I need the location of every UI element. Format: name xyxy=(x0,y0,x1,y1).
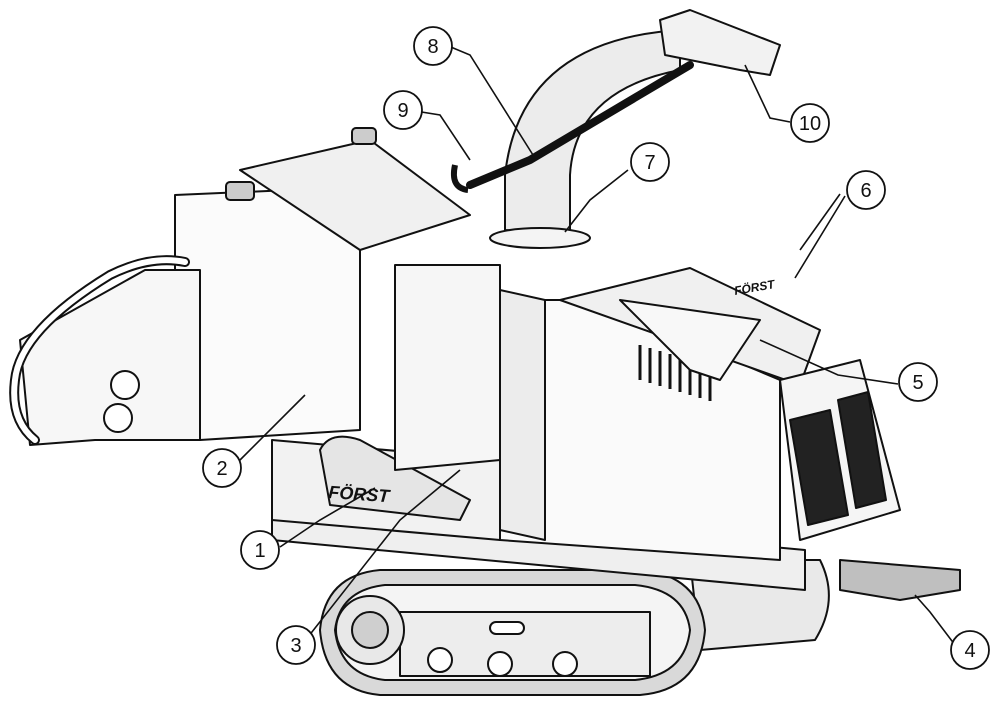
callout-number: 3 xyxy=(290,635,301,657)
callout-circle xyxy=(276,625,316,665)
fuel-tank xyxy=(319,435,471,521)
callout-number: 7 xyxy=(644,152,655,174)
callout-circle xyxy=(240,530,280,570)
grille-left xyxy=(789,409,849,526)
warning-beacon xyxy=(225,181,255,201)
step-platform xyxy=(839,559,961,601)
callout-markers: 1 2 3 4 5 6 7 8 9 10 xyxy=(202,26,990,670)
callout-1: 1 xyxy=(240,530,280,570)
brand-label-panel: FÖRST xyxy=(733,276,777,298)
callout-number: 5 xyxy=(912,372,923,394)
control-panel xyxy=(619,299,761,381)
callout-number: 9 xyxy=(397,100,408,122)
callout-8: 8 xyxy=(413,26,453,66)
callout-7: 7 xyxy=(630,142,670,182)
rotor-housing xyxy=(394,264,501,471)
callout-9: 9 xyxy=(383,90,423,130)
callout-6: 6 xyxy=(846,170,886,210)
center-column xyxy=(499,289,546,541)
hopper-front-flap xyxy=(19,269,201,446)
callout-circle xyxy=(950,630,990,670)
discharge-chute xyxy=(504,29,681,236)
callout-circle xyxy=(846,170,886,210)
callout-circle xyxy=(413,26,453,66)
callout-10: 10 xyxy=(790,103,830,143)
callout-number: 4 xyxy=(964,640,975,662)
hopper-top xyxy=(239,139,471,251)
feed-control-knob xyxy=(110,370,140,400)
chute-adjust-lever xyxy=(466,61,694,189)
callout-4: 4 xyxy=(950,630,990,670)
chute-deflector xyxy=(659,9,781,76)
callout-3: 3 xyxy=(276,625,316,665)
callout-leaders xyxy=(237,44,956,646)
callout-number: 2 xyxy=(216,458,227,480)
warning-beacon-2 xyxy=(351,127,377,145)
callout-number: 6 xyxy=(860,180,871,202)
callout-circle xyxy=(383,90,423,130)
callout-circle xyxy=(202,448,242,488)
callout-circle xyxy=(898,362,938,402)
brand-label-side: FÖRST xyxy=(328,482,392,506)
callout-5: 5 xyxy=(898,362,938,402)
callout-circle xyxy=(790,103,830,143)
callout-number: 10 xyxy=(799,113,821,135)
callout-circle xyxy=(630,142,670,182)
chute-base-ring xyxy=(489,227,591,249)
callout-2: 2 xyxy=(202,448,242,488)
track-undercarriage xyxy=(319,559,830,696)
callout-number: 1 xyxy=(254,540,265,562)
grille-right xyxy=(837,391,887,509)
callout-number: 8 xyxy=(427,36,438,58)
feed-control-knob-2 xyxy=(103,403,133,433)
